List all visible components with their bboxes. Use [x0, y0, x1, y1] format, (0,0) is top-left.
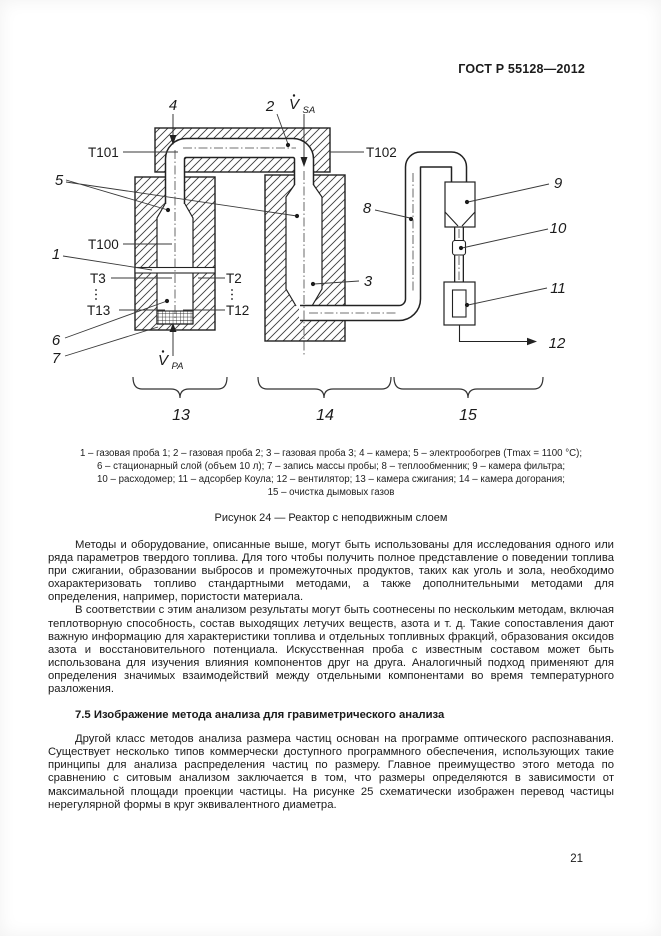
filter-chamber-box [444, 181, 476, 228]
figure-caption: 1 – газовая проба 1; 2 – газовая проба 2… [48, 447, 614, 499]
label-t101: T101 [88, 145, 119, 160]
part-number-3: 3 [364, 273, 373, 290]
label-t100: T100 [88, 237, 119, 252]
paragraph-1: Методы и оборудование, описанные выше, м… [48, 539, 614, 604]
part-number-6: 6 [52, 332, 61, 349]
vsa-subscript: SA [303, 105, 316, 116]
top-gas-duct [164, 137, 315, 215]
part-number-10: 10 [550, 220, 567, 237]
brace-zone-15 [393, 376, 544, 399]
reactor-diagram: T101 T102 T100 T3 T2 T13 T12 4 2 5 1 6 7… [52, 94, 567, 424]
heat-exchanger-pipe [299, 151, 468, 322]
zone-braces [132, 376, 544, 399]
coulomb-adsorber-box [443, 281, 476, 326]
vsa-v: V [289, 96, 301, 113]
paragraph-2: В соответствии с этим анализом результат… [48, 604, 614, 696]
filter-funnel [444, 211, 476, 227]
part-number-7: 7 [52, 350, 61, 367]
label-t13: T13 [87, 303, 110, 318]
part-number-2: 2 [265, 98, 275, 115]
outlet-arrow [458, 325, 537, 346]
page-number: 21 [570, 853, 583, 865]
centerlines [174, 147, 460, 356]
flow-arrow-vsa [300, 114, 308, 167]
vsa-dot [292, 94, 296, 97]
part-number-5: 5 [55, 172, 64, 189]
zone-number-14: 14 [316, 407, 334, 424]
part-number-1: 1 [52, 246, 60, 263]
caption-line-3: 10 – расходомер; 11 – адсорбер Коула; 12… [97, 474, 565, 485]
part-number-4: 4 [169, 97, 177, 114]
figure-title: Рисунок 24 — Реактор с неподвижным слоем [214, 512, 448, 524]
label-t3: T3 [90, 271, 106, 286]
part-number-12: 12 [549, 335, 566, 352]
brace-zone-14 [257, 376, 392, 399]
zone-number-13: 13 [172, 407, 190, 424]
flow-arrow-vpa [169, 323, 177, 356]
text-content: 1 – газовая проба 1; 2 – газовая проба 2… [48, 447, 614, 812]
leader-lines [62, 113, 550, 357]
zone-number-15: 15 [459, 407, 477, 424]
vpa-dot [161, 350, 165, 353]
standard-code-header: ГОСТ Р 55128—2012 [458, 62, 585, 76]
caption-line-1: 1 – газовая проба 1; 2 – газовая проба 2… [79, 448, 583, 459]
label-t2: T2 [226, 271, 242, 286]
part-number-8: 8 [363, 200, 372, 217]
part-number-11: 11 [550, 280, 566, 297]
caption-line-2: 6 – стационарный слой (объем 10 л); 7 – … [96, 461, 566, 472]
vpa-subscript: PA [172, 361, 184, 372]
paragraph-3: Другой класс методов анализа размера час… [48, 733, 614, 811]
label-t12: T12 [226, 303, 249, 318]
flow-label-vpa: V PA [158, 350, 183, 372]
part-number-9: 9 [554, 175, 563, 192]
brace-zone-13 [132, 376, 228, 399]
pointer-arrow-4 [169, 114, 177, 145]
vpa-v: V [158, 352, 170, 369]
leader-dots [164, 142, 470, 308]
ellipsis-dots [95, 289, 233, 300]
body-paragraphs: Методы и оборудование, описанные выше, м… [48, 539, 614, 812]
flow-label-vsa: V SA [289, 94, 315, 116]
label-t102: T102 [366, 145, 397, 160]
section-heading-7-5: 7.5 Изображение метода анализа для грави… [75, 709, 445, 722]
outlet-arrowhead [527, 337, 537, 346]
caption-line-4: 15 – очистка дымовых газов [267, 487, 395, 498]
